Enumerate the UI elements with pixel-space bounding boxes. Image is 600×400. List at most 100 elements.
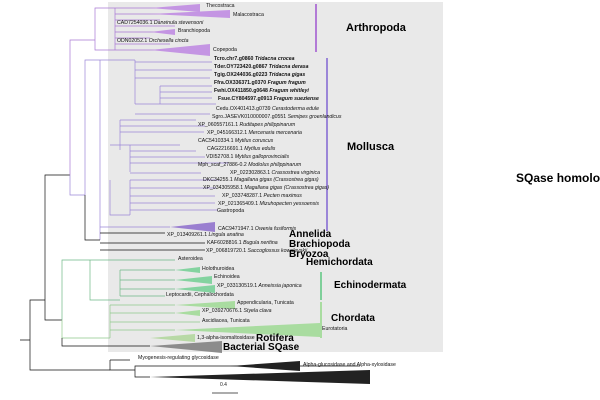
taxon-label: Tgig.OX244036.g0223 Tridacna gigas bbox=[214, 72, 305, 78]
group-label-bryozoa: Bryozoa bbox=[289, 249, 329, 260]
taxon-label: Mph_scaf_27886-0.2 Modiolus philippinaru… bbox=[198, 162, 301, 168]
taxon-label: 1,3-alpha-isomaltosidase bbox=[197, 335, 255, 341]
taxon-label: Leptocardii, Cephalochordata bbox=[166, 292, 234, 298]
triangle-alpha-glucosidase bbox=[150, 370, 370, 384]
taxon-label: DKC34255.1 Magallana gigas (Crassostrea … bbox=[203, 177, 319, 183]
sqase-shade bbox=[108, 2, 443, 352]
triangle-asteroidea bbox=[175, 267, 200, 273]
taxon-id: Mph_scaf_27886-0.2 bbox=[198, 162, 247, 168]
group-label-echinodermata: Echinodermata bbox=[334, 280, 407, 291]
taxon-id: XP_021365409.1 bbox=[218, 201, 259, 207]
triangle-holothuroidea bbox=[175, 276, 212, 284]
taxon-label: Gastropoda bbox=[217, 208, 244, 214]
taxon-label: ODN02052.1 Orchesella cincta bbox=[117, 38, 189, 44]
group-label-mollusca: Mollusca bbox=[347, 141, 395, 153]
taxon-label: XP_021365409.1 Mizuhopecten yessoensis bbox=[218, 201, 319, 207]
taxon-id: Cedu.OX401413.g0739 bbox=[216, 106, 271, 112]
taxon-label: Ffra.OX336371.g0370 Fragum fragum bbox=[214, 80, 306, 86]
taxon-label: KAF6028816.1 Bugula neritina bbox=[207, 240, 278, 246]
group-label-rotifera: Rotifera bbox=[256, 333, 294, 344]
taxon-id: XP_060557161.1 bbox=[198, 122, 239, 128]
taxon-species: Mytilus galloprovincialis bbox=[233, 154, 290, 160]
taxon-species: Ruditapes philippinarum bbox=[238, 122, 296, 128]
taxon-id: Alpha-glucosidase and Alpha-xylosidase bbox=[303, 362, 396, 368]
taxon-label: Fwhi.OX411850.g0648 Fragum whitleyi bbox=[214, 88, 309, 94]
taxon-label: Holothuroidea bbox=[202, 266, 234, 272]
taxon-id: Gastropoda bbox=[217, 208, 245, 214]
taxon-species: Crassostrea virginica bbox=[270, 170, 320, 176]
taxon-label: CAG2216691.1 Mytilus edulis bbox=[207, 146, 275, 152]
group-label-hemichordata: Hemichordata bbox=[306, 257, 373, 268]
triangle-malacostraca bbox=[150, 10, 230, 18]
taxon-id: XP_034305958.1 bbox=[203, 185, 244, 191]
taxon-label: XP_060557161.1 Ruditapes philippinarum bbox=[198, 122, 295, 128]
taxon-label: XP_033130519.1 Anneissia japonica bbox=[217, 283, 302, 289]
taxon-id: ODN02052.1 bbox=[117, 38, 148, 44]
taxon-id: Thecostraca bbox=[206, 3, 235, 9]
triangle-copepoda bbox=[150, 44, 210, 56]
taxon-species: Fragum fragum bbox=[266, 80, 306, 86]
taxon-species: Tridacna gigas bbox=[267, 72, 306, 78]
taxon-label: Sgro.JASEVK010000007.g0551 Semipes groen… bbox=[212, 114, 342, 120]
taxon-id: Ffra.OX336371.g0370 bbox=[214, 80, 267, 86]
taxon-species: Darwinula stevensoni bbox=[152, 20, 204, 26]
taxon-id: CAG2216691.1 bbox=[207, 146, 243, 152]
taxon-id: XP_006819720.1 bbox=[206, 248, 247, 254]
taxon-label: XP_022302863.1 Crassostrea virginica bbox=[230, 170, 320, 176]
taxon-id: XP_045166312.1 bbox=[207, 130, 248, 136]
triangle-thecostraca bbox=[150, 4, 200, 12]
group-label-bacterial-sqase: Bacterial SQase bbox=[223, 342, 300, 353]
taxon-species: Anneissia japonica bbox=[257, 283, 302, 289]
taxon-label: Echinoidea bbox=[214, 274, 240, 280]
taxon-label: Asteroidea bbox=[178, 256, 203, 262]
taxon-id: CAD7254036.1 bbox=[117, 20, 153, 26]
taxon-id: CAC5410334.1 bbox=[198, 138, 234, 144]
group-label-annelida: Annelida bbox=[289, 229, 332, 240]
triangle-leptocardii bbox=[175, 301, 235, 309]
taxon-species: Semipes groenlandicus bbox=[286, 114, 342, 120]
taxon-label: Cedu.OX401413.g0739 Cerastoderma edule bbox=[216, 106, 319, 112]
triangle-ascidiacea bbox=[175, 323, 320, 337]
triangle-branchiopoda bbox=[150, 29, 175, 35]
taxon-id: Ascidiacea, Tunicata bbox=[202, 318, 250, 324]
taxon-id: Copepoda bbox=[213, 47, 237, 53]
taxon-id: Asteroidea bbox=[178, 256, 203, 262]
taxon-label: Eurotatoria bbox=[322, 326, 347, 332]
taxon-label: XP_034305958.1 Magallana gigas (Crassost… bbox=[203, 185, 329, 191]
taxon-id: Malacostraca bbox=[233, 12, 264, 18]
taxon-label: Ascidiacea, Tunicata bbox=[202, 318, 250, 324]
taxon-label: Appendicularia, Tunicata bbox=[237, 300, 294, 306]
taxon-id: XP_022302863.1 bbox=[230, 170, 271, 176]
tree-branches bbox=[20, 7, 360, 378]
taxon-species: Magallana gigas (Crassostrea gigas) bbox=[243, 185, 330, 191]
taxon-species: Lingula anatina bbox=[207, 232, 244, 238]
taxon-label: Tder.OY723420.g0867 Tridacna derasa bbox=[214, 64, 309, 70]
taxon-species: Owenia fusiformis bbox=[253, 226, 297, 232]
taxon-label: XP_045166312.1 Mercenaria mercenaria bbox=[207, 130, 302, 136]
taxon-id: KAF6028816.1 bbox=[207, 240, 242, 246]
taxon-label: Myogenesis-regulating glycosidase bbox=[138, 355, 219, 361]
taxon-id: Fwhi.OX411850.g0648 bbox=[214, 88, 268, 94]
taxon-id: Tgig.OX244036.g0223 bbox=[214, 72, 268, 78]
taxon-label: Fsue.CY804597.g0913 Fragum sueziense bbox=[218, 96, 319, 102]
triangle-myogenesis bbox=[230, 361, 300, 371]
taxon-species: Mytilus edulis bbox=[242, 146, 276, 152]
taxon-id: Echinoidea bbox=[214, 274, 240, 280]
triangle-echinoidea bbox=[175, 285, 215, 293]
taxon-id: VDI52708.1 bbox=[206, 154, 234, 160]
taxon-label: XP_039270676.1 Styela clava bbox=[202, 308, 272, 314]
taxon-label: XP_013409261.1 Lingula anatina bbox=[167, 232, 244, 238]
taxon-label: CAD7254036.1 Darwinula stevensoni bbox=[117, 20, 203, 26]
taxon-label: Thecostraca bbox=[206, 3, 235, 9]
taxon-id: Fsue.CY804597.g0913 bbox=[218, 96, 273, 102]
taxon-id: XP_013409261.1 bbox=[167, 232, 208, 238]
triangle-bacterial-sqase bbox=[150, 341, 222, 353]
taxon-species: Pecten maximus bbox=[262, 193, 302, 199]
taxon-id: Appendicularia, Tunicata bbox=[237, 300, 294, 306]
taxon-id: Tcro.chr7.g0860 bbox=[214, 56, 254, 62]
clade-triangles bbox=[150, 4, 370, 384]
taxon-label: XP_006819720.1 Saccoglossus kowalevskii bbox=[206, 248, 307, 254]
taxon-label: XP_033748287.1 Pecten maximus bbox=[222, 193, 302, 199]
